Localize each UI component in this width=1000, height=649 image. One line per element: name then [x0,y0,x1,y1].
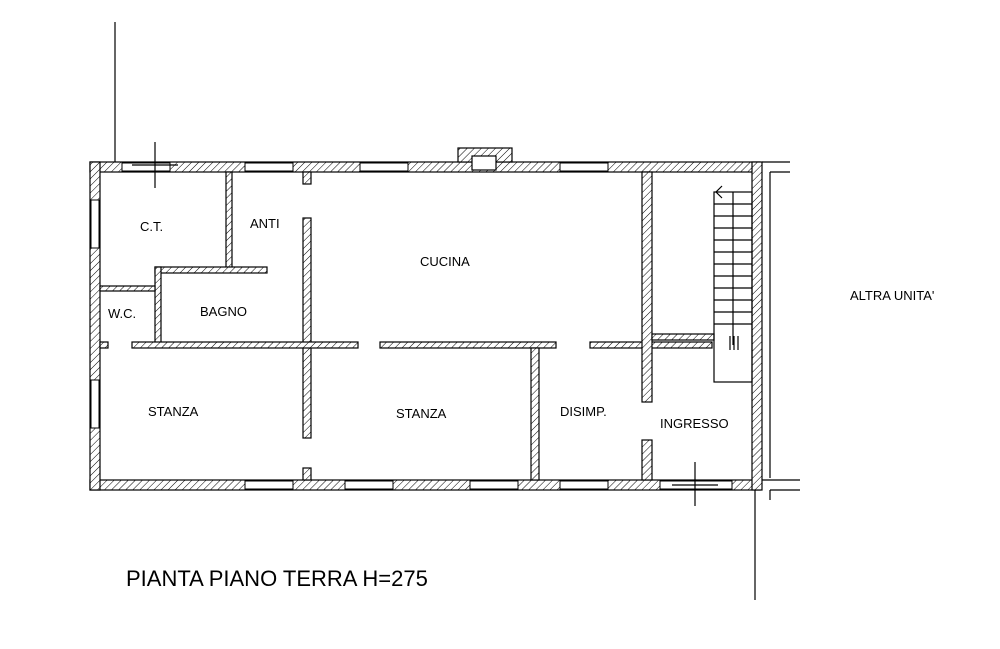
interior-walls [99,171,715,481]
windows [90,162,733,490]
room-label-disimp: DISIMP. [560,404,607,419]
plan-title: PIANTA PIANO TERRA H=275 [126,566,428,591]
staircase [713,185,753,383]
room-label-anti: ANTI [250,216,280,231]
adjacent-unit-label: ALTRA UNITA' [850,288,934,303]
room-label-ct: C.T. [140,219,163,234]
room-label-bagno: BAGNO [200,304,247,319]
reference-crosses [132,142,718,506]
room-label-ingresso: INGRESSO [660,416,729,431]
outer-walls [89,147,763,491]
room-label-cucina: CUCINA [420,254,470,269]
room-label-wc: W.C. [108,306,136,321]
adjacent-unit-lines [762,161,800,500]
room-label-stanza-mid: STANZA [396,406,447,421]
room-label-stanza-left: STANZA [148,404,199,419]
